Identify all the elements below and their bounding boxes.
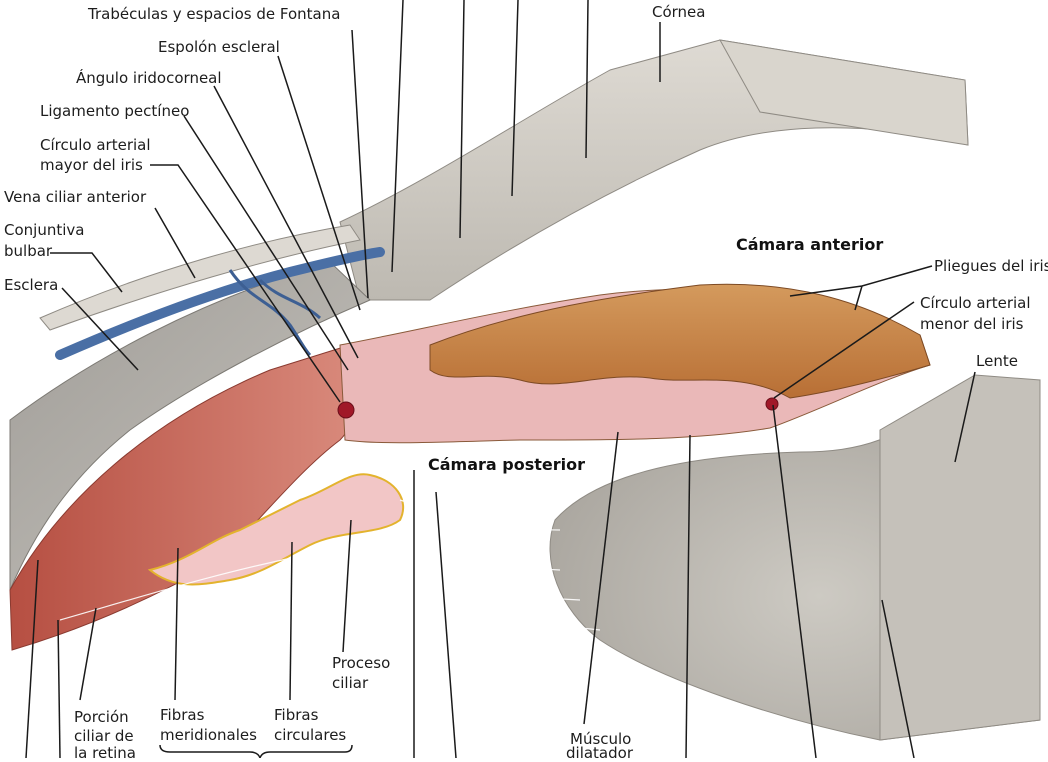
label-conjuntiva-1: Conjuntiva [4,221,84,239]
label-musculo-2: dilatador [566,744,634,758]
label-angulo: Ángulo iridocorneal [76,68,222,87]
label-fibras-meridionales-1: Fibras [160,706,205,724]
iris-stroma-shape [429,283,931,399]
anterior-ciliary-vein [55,247,385,360]
label-trabeculas: Trabéculas y espacios de Fontana [87,5,340,23]
label-circulo-menor-2: menor del iris [920,315,1024,333]
minor-arterial-circle [765,397,779,411]
zonular-fibers [59,499,601,681]
conjunctiva-shape [39,224,361,331]
label-cornea: Córnea [652,3,705,21]
ciliary-muscle-shape [9,344,357,651]
label-camara-posterior: Cámara posterior [428,455,585,474]
fibras-brace [159,744,353,761]
label-circulo-menor-1: Círculo arterial [920,294,1031,312]
label-camara-anterior: Cámara anterior [736,235,883,254]
label-espolon: Espolón escleral [158,38,280,56]
label-musculo-1: Músculo [570,730,631,748]
major-arterial-circle [337,401,355,419]
label-fibras-meridionales-2: meridionales [160,726,257,744]
label-lente: Lente [976,352,1018,370]
label-fibras-circulares-1: Fibras [274,706,319,724]
ciliary-processes-shape [147,473,405,586]
label-circulo-mayor-2: mayor del iris [40,156,143,174]
label-porcion-2: ciliar de [74,727,134,745]
label-fibras-circulares-2: circulares [274,726,346,744]
label-esclera: Esclera [4,276,58,294]
label-vena: Vena ciliar anterior [4,188,147,206]
leader-lines [25,0,976,759]
label-pliegues: Pliegues del iris [934,257,1048,275]
sclera-shape [9,261,371,591]
label-porcion-1: Porción [74,708,129,726]
label-proceso-1: Proceso [332,654,390,672]
label-circulo-mayor-1: Círculo arterial [40,136,151,154]
label-conjuntiva-2: bulbar [4,242,53,260]
label-porcion-3: la retina [74,744,136,758]
label-proceso-2: ciliar [332,674,369,692]
cornea-cut-face [719,39,969,146]
episcleral-vessels [228,269,322,357]
lens-cut-face [879,374,1041,741]
label-ligamento: Ligamento pectíneo [40,102,189,120]
